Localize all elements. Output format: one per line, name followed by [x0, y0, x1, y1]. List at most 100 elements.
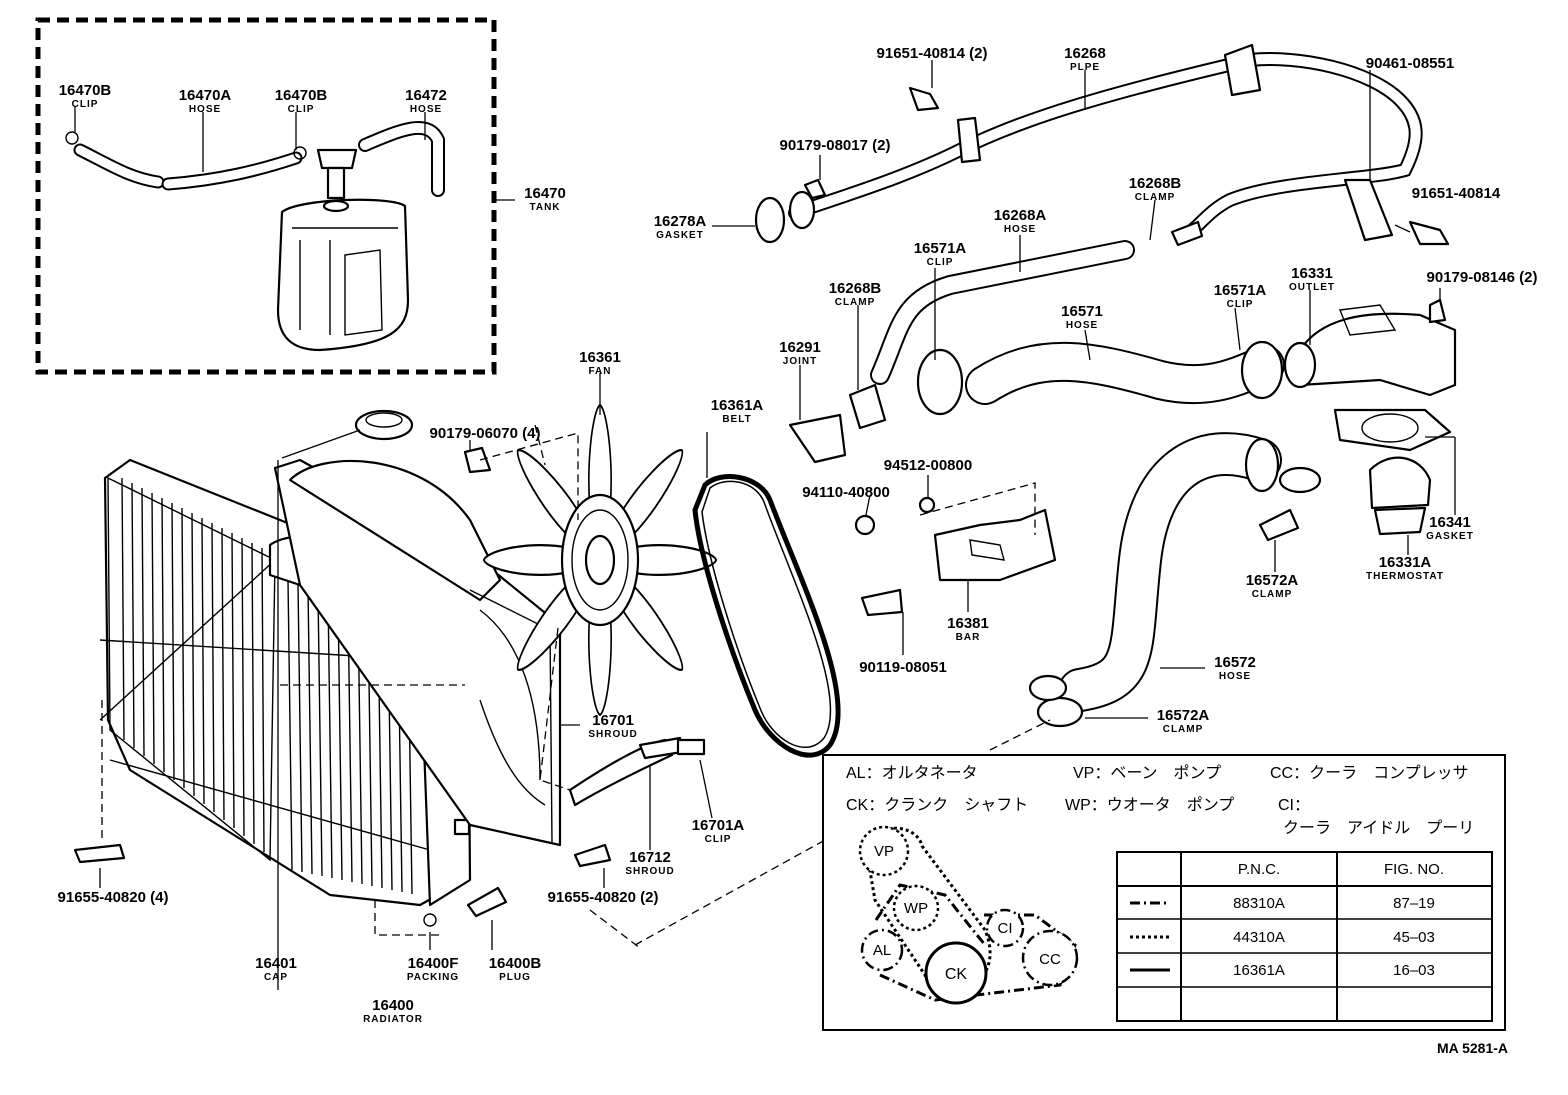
part-number-label: 16470A: [179, 87, 232, 104]
part-name-label: BELT: [722, 414, 751, 425]
part-name-label: HOSE: [189, 104, 221, 115]
legend-ci: CI：: [1278, 797, 1310, 814]
part-name-label: TANK: [529, 202, 560, 213]
table-cell-pnc: 88310A: [1233, 895, 1285, 912]
part-name-label: CLIP: [1227, 299, 1254, 310]
part-number-label: 16400B: [489, 955, 542, 972]
part-name-label: HOSE: [1066, 320, 1098, 331]
part-name-label: THERMOSTAT: [1366, 571, 1444, 582]
part-number-label: 16361: [579, 349, 621, 366]
part-name-label: CLAMP: [1252, 589, 1293, 600]
part-name-label: HOSE: [410, 104, 442, 115]
part-number-label: 16712: [629, 849, 671, 866]
part-name-label: CLIP: [927, 257, 954, 268]
part-name-label: GASKET: [1426, 531, 1474, 542]
part-name-label: CLAMP: [1135, 192, 1176, 203]
part-number-label: 91655-40820 (2): [548, 889, 659, 906]
part-name-label: FAN: [589, 366, 612, 377]
table-cell-fig: 87–19: [1393, 895, 1435, 912]
part-labels: 16470BCLIP16470AHOSE16470BCLIP16472HOSE1…: [58, 45, 1538, 1025]
upper-hoses: [870, 240, 1457, 416]
legend-cc: CC：クーラ コンプレッサ: [1270, 764, 1469, 782]
legend-al: AL：オルタネータ: [846, 764, 978, 782]
drive-belt: [692, 474, 841, 758]
part-number-label: 16341: [1429, 514, 1471, 531]
part-name-label: CLIP: [72, 99, 99, 110]
part-name-label: HOSE: [1219, 671, 1251, 682]
belt-table: P.N.C. FIG. NO. 88310A 87–19 44310A 45–0…: [1116, 851, 1493, 1022]
table-header-pnc: P.N.C.: [1238, 861, 1280, 878]
part-number-label: 16278A: [654, 213, 707, 230]
part-name-label: PLPE: [1070, 62, 1100, 73]
part-number-label: 16470B: [275, 87, 328, 104]
part-number-label: 16571A: [1214, 282, 1267, 299]
pulley-al-label: AL: [873, 942, 891, 959]
legend-ci-name: クーラ アイドル プーリ: [1283, 819, 1474, 837]
part-number-label: 94110-40800: [802, 484, 890, 501]
legend-wp: WP：ウオータ ポンプ: [1065, 796, 1234, 814]
part-number-label: 90179-08146 (2): [1427, 269, 1538, 286]
part-number-label: 16400: [372, 997, 414, 1014]
pulley-cc-label: CC: [1039, 951, 1061, 968]
part-number-label: 16268B: [1129, 175, 1182, 192]
pulley-vp-label: VP: [874, 843, 894, 860]
part-number-label: 16701A: [692, 817, 745, 834]
fasteners: [73, 86, 1450, 927]
part-number-label: 16361A: [711, 397, 764, 414]
pulley-ci-label: CI: [998, 920, 1013, 937]
part-number-label: 16572: [1214, 654, 1256, 671]
part-name-label: CLAMP: [1163, 724, 1204, 735]
fan-shroud: [273, 458, 706, 847]
part-number-label: 16470: [524, 185, 566, 202]
part-number-label: 90461-08551: [1366, 55, 1454, 72]
part-number-label: 16472: [405, 87, 447, 104]
part-name-label: CLIP: [288, 104, 315, 115]
part-number-label: 94512-00800: [884, 457, 972, 474]
belt-legend-box: AL：オルタネータ VP：ベーン ポンプ CC：クーラ コンプレッサ CK：クラ…: [822, 754, 1506, 1031]
part-name-label: CAP: [264, 972, 288, 983]
part-name-label: SHROUD: [588, 729, 637, 740]
part-number-label: 90179-08017 (2): [780, 137, 891, 154]
table-cell-pnc: 44310A: [1233, 929, 1285, 946]
table-cell-fig: 45–03: [1393, 929, 1435, 946]
part-name-label: OUTLET: [1289, 282, 1335, 293]
part-number-label: 91655-40820 (4): [58, 889, 169, 906]
part-name-label: RADIATOR: [363, 1014, 423, 1025]
figure-id: MA 5281-A: [1437, 1040, 1508, 1056]
reserve-tank-inset: [35, 17, 497, 375]
part-number-label: 16268: [1064, 45, 1106, 62]
part-number-label: 16701: [592, 712, 634, 729]
part-number-label: 16400F: [408, 955, 459, 972]
part-number-label: 16268A: [994, 207, 1047, 224]
lower-hose: [1028, 408, 1452, 728]
part-number-label: 16571: [1061, 303, 1103, 320]
part-name-label: PACKING: [407, 972, 459, 983]
part-name-label: CLIP: [705, 834, 732, 845]
part-number-label: 90119-08051: [859, 659, 947, 676]
part-name-label: SHROUD: [625, 866, 674, 877]
part-number-label: 91651-40814: [1412, 185, 1501, 202]
table-cell-pnc: 16361A: [1233, 962, 1285, 979]
part-name-label: JOINT: [783, 356, 817, 367]
part-name-label: CLAMP: [835, 297, 876, 308]
part-number-label: 16572A: [1157, 707, 1210, 724]
cooling-fan: [482, 403, 718, 717]
part-number-label: 90179-06070 (4): [430, 425, 541, 442]
bypass-pipe: [754, 43, 1423, 247]
part-number-label: 16470B: [59, 82, 112, 99]
leader-lines: [74, 60, 1456, 990]
part-name-label: GASKET: [656, 230, 704, 241]
pulley-ck-label: CK: [945, 966, 968, 983]
pulley-wp-label: WP: [904, 900, 928, 917]
legend-vp: VP：ベーン ポンプ: [1073, 764, 1221, 782]
part-number-label: 16268B: [829, 280, 882, 297]
part-number-label: 16571A: [914, 240, 967, 257]
table-cell-fig: 16–03: [1393, 962, 1435, 979]
part-number-label: 16572A: [1246, 572, 1299, 589]
part-number-label: 16401: [255, 955, 297, 972]
part-number-label: 91651-40814 (2): [877, 45, 988, 62]
part-number-label: 16381: [947, 615, 989, 632]
part-number-label: 16331: [1291, 265, 1333, 282]
